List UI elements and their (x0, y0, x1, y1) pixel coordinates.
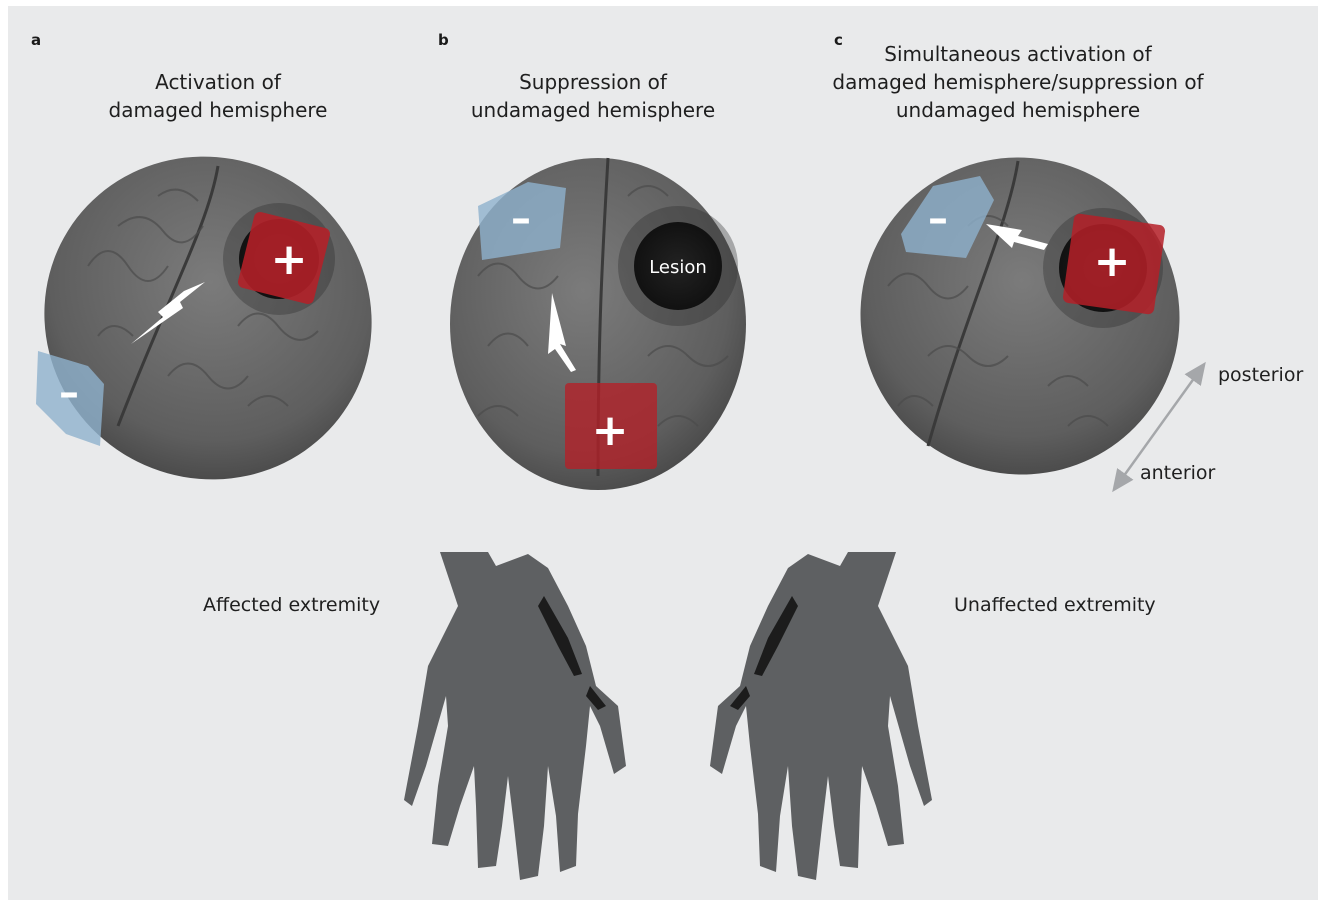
posterior-label: posterior (1218, 364, 1303, 386)
plus-sign-c: + (1094, 236, 1131, 287)
hand-right (710, 552, 932, 880)
anterior-label: anterior (1140, 462, 1215, 484)
brain-a (8, 95, 433, 541)
minus-sign-b: – (511, 196, 531, 242)
lesion-label-b: Lesion (649, 257, 707, 278)
plus-sign-b: + (592, 405, 629, 456)
unaffected-extremity-label: Unaffected extremity (954, 594, 1156, 616)
figure-panel: a b c Activation of damaged hemisphere S… (8, 6, 1318, 900)
affected-extremity-label: Affected extremity (203, 594, 380, 616)
minus-sign-a: – (59, 370, 79, 416)
diagram-canvas: Lesion + + + – – – (8, 6, 1318, 900)
plus-sign-a: + (271, 234, 308, 285)
hand-left (404, 552, 626, 880)
minus-sign-c: – (928, 196, 948, 242)
